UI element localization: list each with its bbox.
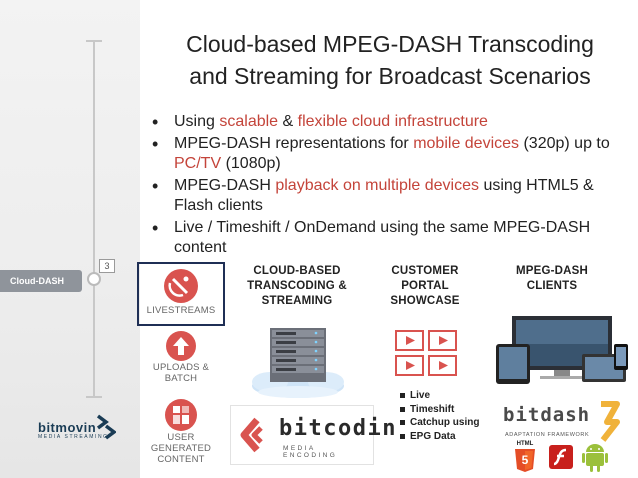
- bitcodin-logo: bitcodin MEDIA ENCODING: [230, 405, 395, 465]
- html5-logo: HTML 5: [510, 441, 540, 473]
- livestreams-label: LIVESTREAMS: [146, 305, 216, 316]
- android-icon: [582, 444, 608, 472]
- sidebar-background: [0, 0, 140, 478]
- portal-feature-list: Live Timeshift Catchup using EPG Data: [400, 389, 479, 443]
- slide-title: Cloud-based MPEG-DASH Transcoding and St…: [150, 28, 630, 92]
- feature-item-continued: EPG Data: [400, 430, 479, 444]
- timeline-line: [93, 40, 95, 398]
- html5-digit: 5: [521, 453, 529, 467]
- bullet-item: Using scalable & flexible cloud infrastr…: [150, 112, 620, 132]
- uploads-tile[interactable]: UPLOADS & BATCH: [137, 330, 225, 390]
- devices-illustration: [496, 316, 628, 384]
- transcoding-heading: CLOUD-BASED TRANSCODING & STREAMING: [247, 265, 347, 307]
- bitcodin-mark-icon: [240, 417, 263, 453]
- bitcodin-logo-sub: MEDIA ENCODING: [283, 445, 338, 459]
- flash-icon: [549, 445, 573, 469]
- uploads-label-2: BATCH: [164, 373, 198, 384]
- user-content-icon: [165, 399, 197, 431]
- bitdash-logo: bitdash ADAPTATION FRAMEWORK: [503, 401, 629, 442]
- livestreams-tile[interactable]: LIVESTREAMS: [137, 262, 225, 326]
- server-cloud-icon: [252, 328, 344, 398]
- satellite-icon: [164, 269, 198, 303]
- clients-heading: MPEG-DASH CLIENTS: [515, 265, 589, 292]
- html5-label: HTML: [516, 441, 534, 447]
- bitcodin-logo-word: bitcodin: [279, 416, 397, 441]
- feature-item: Live: [400, 389, 479, 403]
- bitmovin-logo-sub: MEDIA STREAMING: [38, 434, 109, 440]
- bitmovin-logo-word: bitmovin: [38, 420, 97, 435]
- uploads-label-1: UPLOADS &: [152, 362, 210, 373]
- portal-heading: CUSTOMER PORTAL SHOWCASE: [390, 265, 460, 307]
- slide-title-line2: and Streaming for Broadcast Scenarios: [189, 63, 591, 89]
- bitdash-logo-sub: ADAPTATION FRAMEWORK: [505, 432, 590, 438]
- portal-video-grid-icon: [395, 330, 457, 376]
- bitmovin-mark-icon: [96, 414, 116, 440]
- bullet-item: MPEG-DASH representations for mobile dev…: [150, 134, 620, 174]
- user-content-label-2: CONTENT: [157, 454, 205, 465]
- feature-item: Timeshift: [400, 403, 479, 417]
- bitdash-logo-word: bitdash: [503, 404, 591, 426]
- slide-title-line1: Cloud-based MPEG-DASH Transcoding: [186, 31, 594, 57]
- timeline-tick-bottom: [86, 396, 102, 398]
- timeline-node[interactable]: [87, 272, 101, 286]
- html5-shield-icon: [515, 449, 535, 472]
- upload-arrow-icon: [166, 331, 196, 361]
- user-content-label-1: USER GENERATED: [150, 432, 212, 454]
- user-content-tile[interactable]: USER GENERATED CONTENT: [137, 398, 225, 465]
- timeline-tick-top: [86, 40, 102, 42]
- feature-item: Catchup using: [400, 416, 479, 430]
- slide-number: 3: [99, 259, 115, 273]
- bullet-item: MPEG-DASH playback on multiple devices u…: [150, 176, 620, 216]
- section-tab-cloud-dash[interactable]: Cloud-DASH: [0, 270, 82, 292]
- bitmovin-logo: bitmovin MEDIA STREAMING: [38, 414, 116, 440]
- bullet-list: Using scalable & flexible cloud infrastr…: [150, 112, 620, 260]
- bitdash-mark-icon: [600, 401, 620, 442]
- bullet-item: Live / Timeshift / OnDemand using the sa…: [150, 218, 620, 258]
